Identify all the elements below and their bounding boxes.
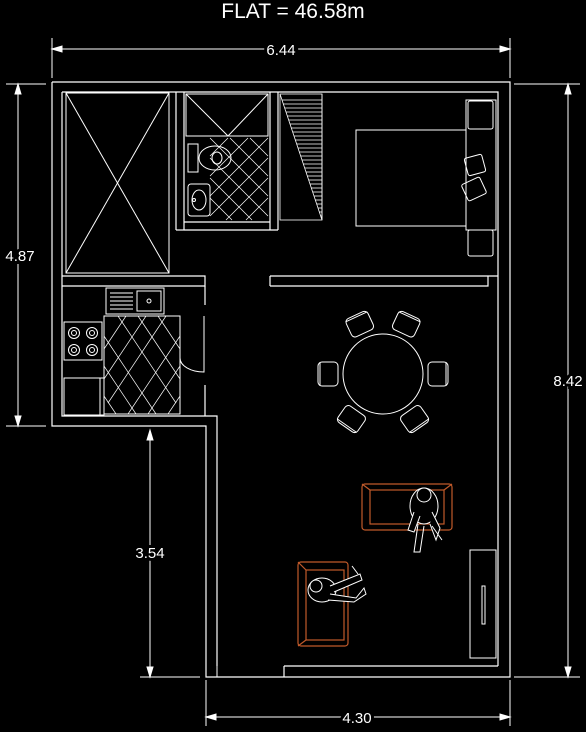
chair-icon bbox=[317, 361, 339, 387]
toilet-tank-icon bbox=[187, 143, 199, 173]
person-seated-upper-icon bbox=[407, 487, 443, 553]
kitchen-sink-icon bbox=[105, 287, 165, 315]
dimension-top bbox=[50, 38, 512, 78]
sofa-lower-icon bbox=[297, 561, 349, 647]
toilet-icon bbox=[198, 145, 232, 171]
stove-icon bbox=[63, 321, 103, 361]
dimension-right bbox=[514, 82, 580, 679]
dimension-left bbox=[6, 82, 46, 428]
plan-title: FLAT = 46.58m bbox=[221, 0, 364, 23]
chair-icon bbox=[391, 310, 421, 338]
walls bbox=[51, 81, 511, 678]
sink-icon bbox=[187, 183, 211, 217]
dining-set-icon bbox=[317, 310, 449, 434]
dimension-bottom-label: 4.30 bbox=[342, 710, 371, 727]
dimension-top-label: 6.44 bbox=[266, 42, 295, 59]
chair-icon bbox=[336, 405, 366, 434]
dining-table bbox=[342, 333, 424, 415]
dimension-lower-left-label: 3.54 bbox=[135, 545, 164, 562]
kitchen bbox=[63, 287, 205, 416]
dimension-right-label: 8.42 bbox=[553, 373, 582, 390]
chair-icon bbox=[345, 310, 375, 338]
dimension-bottom bbox=[204, 680, 512, 726]
dimension-left-label: 4.87 bbox=[5, 248, 34, 265]
dimension-lower-left bbox=[140, 428, 200, 679]
closet-x-box bbox=[65, 92, 170, 274]
wardrobe-icon bbox=[469, 549, 497, 659]
kitchen-tiles bbox=[103, 315, 181, 415]
chair-icon bbox=[427, 361, 449, 387]
sofa-upper-icon bbox=[361, 483, 453, 531]
chair-icon bbox=[400, 405, 430, 434]
staircase bbox=[279, 93, 323, 221]
bed-icon bbox=[355, 99, 497, 257]
bathroom bbox=[185, 93, 269, 221]
fridge-icon bbox=[63, 377, 105, 416]
bathroom-tiles bbox=[209, 137, 269, 221]
person-seated-lower-icon bbox=[307, 565, 367, 603]
